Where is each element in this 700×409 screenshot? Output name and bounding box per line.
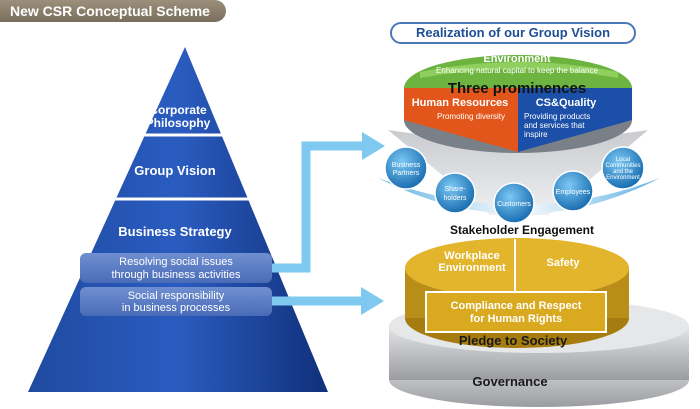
tier-business-strategy: Business Strategy [118,224,232,239]
local-line4: Environment [606,175,640,181]
sphere-employees [552,170,594,212]
stakeholder-ring [378,178,660,214]
customers-label: Customers [497,201,531,208]
business-partners-line1: Business [392,162,421,169]
local-line2: Communities [605,163,640,169]
environment-highlight [420,62,618,78]
compliance-line2: for Human Rights [470,313,562,325]
cs-segment [518,88,632,152]
tier-corporate-philosophy-line1: Corporate [149,103,207,117]
box-resolving-social-issues [80,253,272,283]
environment-segment [404,55,632,88]
safety-label: Safety [546,257,580,269]
business-partners-line2: Partners [393,170,420,177]
box2-line1: Social responsibility [128,290,225,302]
cs-sub-line2: and services that [524,121,585,130]
compliance-panel [425,291,607,333]
box1-line2: through business activities [111,269,241,281]
pyramid [28,47,328,392]
cs-title: CS&Quality [536,97,597,109]
arrow-upper-head [362,132,385,160]
tier-group-vision: Group Vision [134,163,215,178]
box1-line1: Resolving social issues [119,256,233,268]
workplace-line2: Environment [438,262,506,274]
vision-title: Realization of our Group Vision [390,22,636,44]
workplace-line1: Workplace [444,250,499,262]
local-line1: Local [616,157,630,163]
sphere-local-communities [601,146,645,190]
three-prominences-label: Three prominences [448,80,586,97]
box-social-responsibility [80,287,272,316]
hr-sub: Promoting diversity [437,112,505,121]
scheme-title: New CSR Conceptual Scheme [0,0,226,22]
tier-corporate-philosophy-line2: Philosophy [146,116,211,130]
hr-title: Human Resources [412,97,509,109]
environment-sub: Enhancing natural capital to keep the ba… [436,66,598,75]
pledge-label: Pledge to Society [459,333,568,348]
environment-title: Environment [483,53,551,65]
arrow-lower-head [361,287,384,315]
funnel [388,130,648,215]
shareholders-line2: holders [444,195,467,202]
box2-line2: in business processes [122,302,231,314]
employees-label: Employees [556,189,591,196]
sphere-shareholders [434,172,476,214]
cs-sub-line1: Providing products [524,112,590,121]
local-line3: and the [613,169,634,175]
hr-segment [404,88,518,152]
sphere-customers [493,182,535,224]
sphere-business-partners [384,146,428,190]
cs-sub-line3: inspire [524,130,548,139]
gold-disc-top [405,238,629,298]
governance-label: Governance [472,374,547,389]
shareholders-line1: Share- [444,186,466,193]
arrow-upper [272,141,365,273]
stakeholder-engagement-label: Stakeholder Engagement [450,223,594,237]
compliance-line1: Compliance and Respect [451,300,582,312]
